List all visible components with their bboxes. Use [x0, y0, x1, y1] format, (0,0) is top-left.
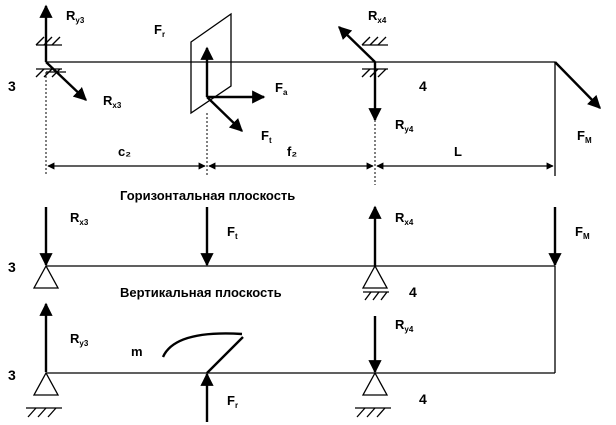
label-moment-m: m — [131, 344, 143, 359]
support-4-bot — [355, 371, 391, 418]
label-rx4-top: Rx4 — [368, 8, 387, 25]
vertical-plane-scheme — [26, 266, 556, 422]
label-ry4-bot: Ry4 — [395, 317, 414, 334]
label-dim-l: L — [454, 144, 462, 159]
label-support-4-mid: 4 — [409, 284, 417, 300]
title-horizontal-plane: Горизонтальная плоскость — [120, 188, 295, 203]
label-rx3-top: Rx3 — [103, 93, 122, 110]
gear-bevel-line — [206, 336, 244, 374]
label-ry3-bot: Ry3 — [70, 331, 89, 348]
label-ft-top: Ft — [261, 128, 272, 145]
support-3-bot — [26, 371, 62, 418]
ft-arrow-top — [206, 96, 243, 132]
label-fm-mid: FM — [575, 224, 590, 241]
label-rx3-mid: Rx3 — [70, 210, 89, 227]
support-3-top — [35, 36, 62, 78]
label-ry3-top: Ry3 — [66, 8, 85, 25]
label-support-3-mid: 3 — [8, 259, 16, 275]
fm-arrow-top — [554, 61, 601, 109]
rx3-arrow-top — [45, 61, 87, 101]
support-3-mid — [32, 264, 60, 289]
label-fr-top: Fr — [154, 22, 165, 39]
label-fr-bot: Fr — [227, 393, 238, 410]
label-support-4-top: 4 — [419, 78, 427, 94]
moment-arc — [161, 332, 243, 358]
title-vertical-plane: Вертикальная плоскость — [120, 285, 282, 300]
label-fa: Fa — [275, 80, 288, 97]
labels: Ry3 Fr Rx4 3 4 Rx3 Fa Ft Ry4 FM c₂ f₂ L … — [8, 8, 592, 410]
gear-plane — [190, 12, 232, 115]
label-support-3-bot: 3 — [8, 367, 16, 383]
label-ry4-top: Ry4 — [395, 117, 414, 134]
rx4-arrow-top — [338, 26, 376, 63]
label-support-4-bot: 4 — [419, 391, 427, 407]
label-fm-top: FM — [577, 128, 592, 145]
label-dim-c2: c₂ — [118, 144, 131, 159]
label-support-3-top: 3 — [8, 78, 16, 94]
support-4-mid — [361, 264, 389, 301]
label-dim-f2: f₂ — [287, 144, 297, 159]
spatial-scheme — [35, 4, 601, 185]
label-rx4-mid: Rx4 — [395, 210, 414, 227]
horizontal-plane-scheme — [32, 205, 562, 301]
label-ft-mid: Ft — [227, 224, 238, 241]
